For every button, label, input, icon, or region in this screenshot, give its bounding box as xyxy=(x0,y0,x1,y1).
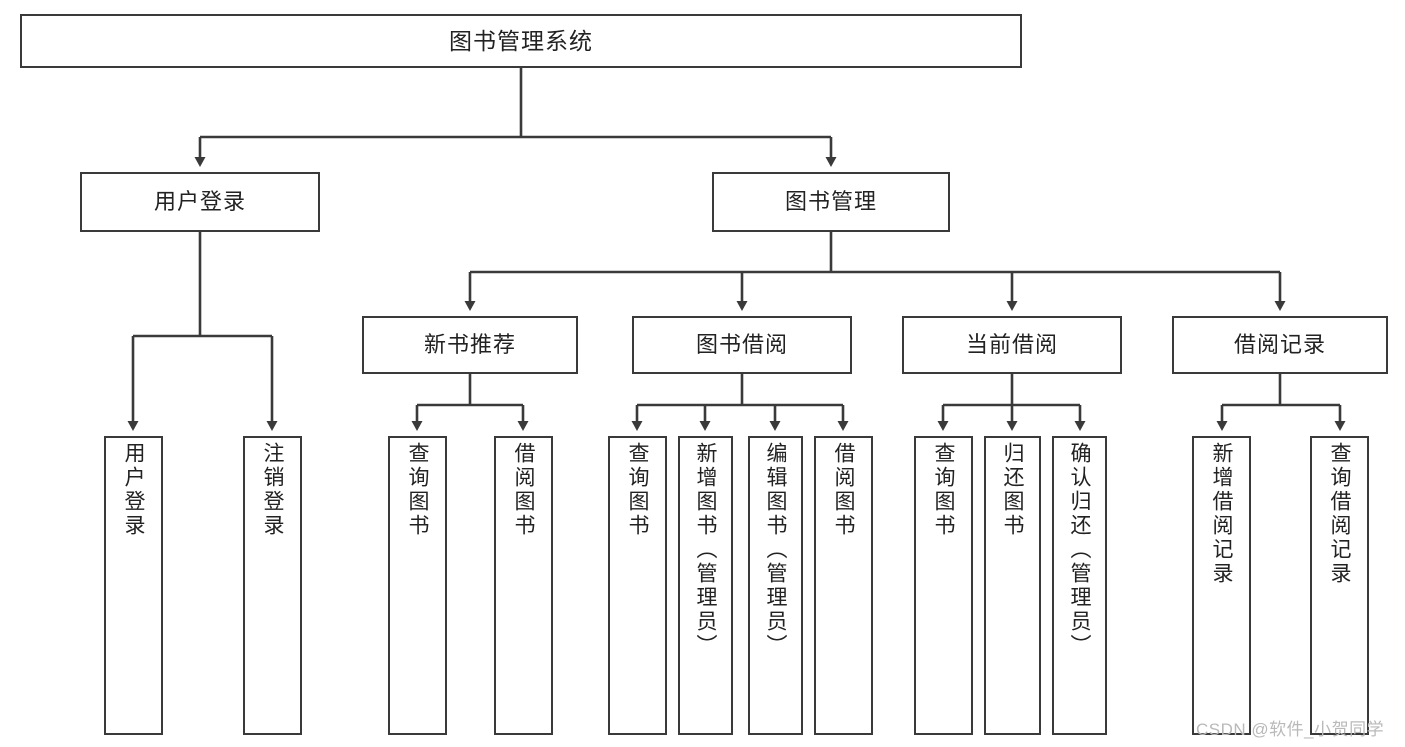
leaf-new-book-query-book[interactable]: 查询图书 xyxy=(388,436,447,735)
node-borrow-record[interactable]: 借阅记录 xyxy=(1172,316,1388,374)
node-label: 借阅记录 xyxy=(1233,332,1326,358)
node-label: 确认归还（管理员） xyxy=(1068,442,1092,658)
node-label: 查询图书 xyxy=(406,442,430,538)
leaf-borrow-record-query-record[interactable]: 查询借阅记录 xyxy=(1310,436,1369,735)
node-book-management[interactable]: 图书管理 xyxy=(712,172,950,232)
node-label: 借阅图书 xyxy=(512,442,536,538)
node-label: 当前借阅 xyxy=(965,332,1058,358)
node-label: 借阅图书 xyxy=(832,442,856,538)
node-label: 图书借阅 xyxy=(695,332,788,358)
node-label: 查询图书 xyxy=(626,442,650,538)
node-label: 归还图书 xyxy=(1001,442,1025,538)
node-book-borrow[interactable]: 图书借阅 xyxy=(632,316,852,374)
leaf-user-login-logout[interactable]: 注销登录 xyxy=(243,436,302,735)
leaf-book-borrow-edit-book-admin[interactable]: 编辑图书（管理员） xyxy=(748,436,803,735)
leaf-book-borrow-query-book[interactable]: 查询图书 xyxy=(608,436,667,735)
node-label: 查询图书 xyxy=(932,442,956,538)
node-new-book-recommend[interactable]: 新书推荐 xyxy=(362,316,578,374)
leaf-book-borrow-borrow-book[interactable]: 借阅图书 xyxy=(814,436,873,735)
leaf-borrow-record-add-record[interactable]: 新增借阅记录 xyxy=(1192,436,1251,735)
node-label: 新书推荐 xyxy=(423,332,516,358)
node-label: 注销登录 xyxy=(261,442,285,538)
node-current-borrow[interactable]: 当前借阅 xyxy=(902,316,1122,374)
leaf-user-login-signin[interactable]: 用户登录 xyxy=(104,436,163,735)
node-label: 图书管理系统 xyxy=(449,27,593,54)
node-label: 图书管理 xyxy=(784,189,877,215)
leaf-new-book-borrow-book[interactable]: 借阅图书 xyxy=(494,436,553,735)
leaf-current-borrow-confirm-return-admin[interactable]: 确认归还（管理员） xyxy=(1052,436,1107,735)
node-label: 用户登录 xyxy=(153,189,246,215)
leaf-current-borrow-query-book[interactable]: 查询图书 xyxy=(914,436,973,735)
node-label: 用户登录 xyxy=(122,442,146,538)
node-label: 编辑图书（管理员） xyxy=(764,442,788,658)
leaf-book-borrow-add-book-admin[interactable]: 新增图书（管理员） xyxy=(678,436,733,735)
node-label: 新增图书（管理员） xyxy=(694,442,718,658)
node-label: 查询借阅记录 xyxy=(1328,442,1352,586)
node-label: 新增借阅记录 xyxy=(1210,442,1234,586)
leaf-current-borrow-return-book[interactable]: 归还图书 xyxy=(984,436,1041,735)
csdn-watermark: CSDN @软件_小贺同学 xyxy=(1196,720,1385,739)
node-user-login[interactable]: 用户登录 xyxy=(80,172,320,232)
node-root-system[interactable]: 图书管理系统 xyxy=(20,14,1022,68)
